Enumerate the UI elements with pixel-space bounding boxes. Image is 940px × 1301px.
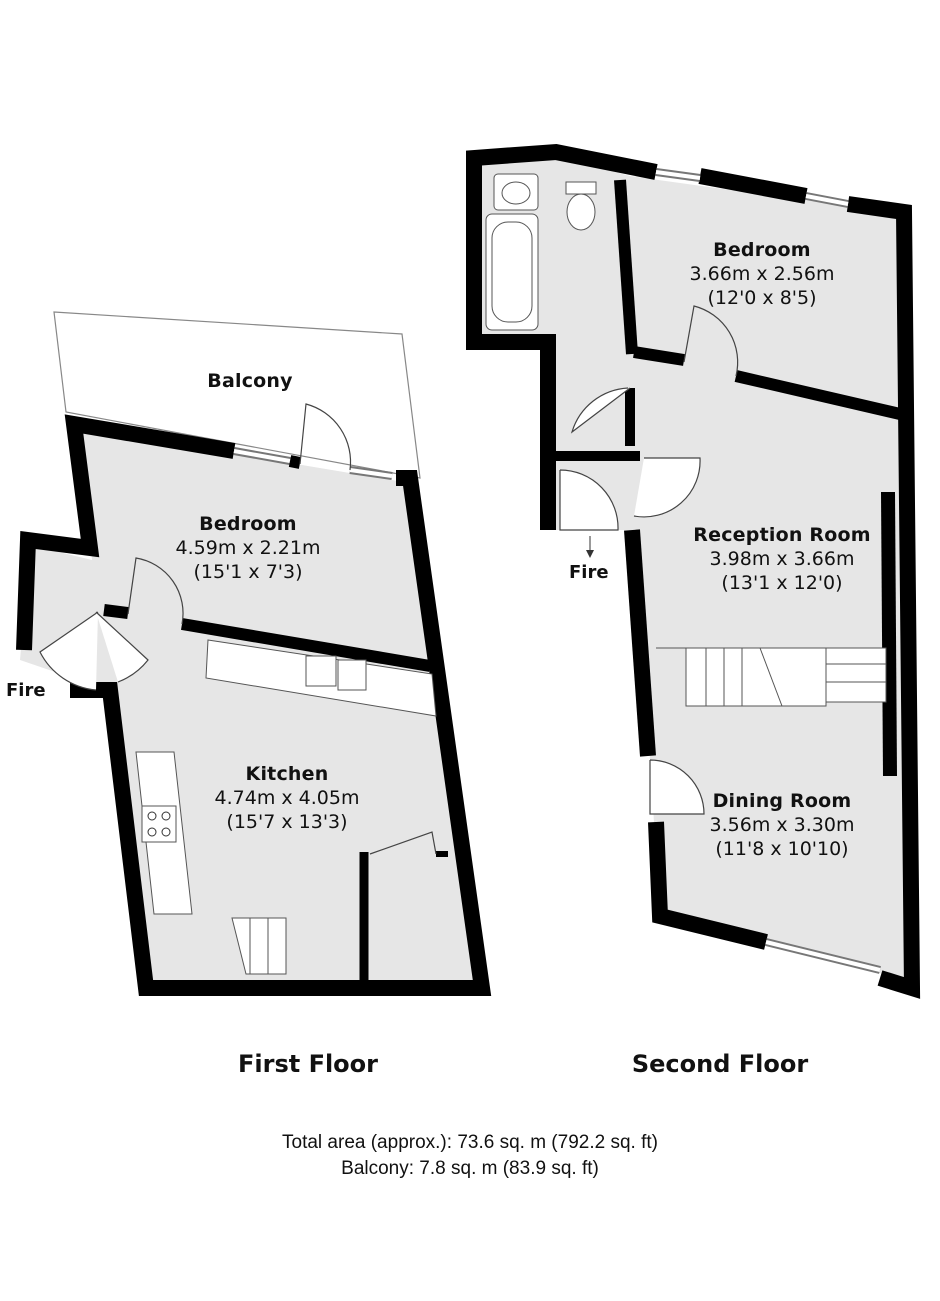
- reception-door-swing: [633, 457, 701, 518]
- balcony-label: Balcony: [207, 370, 292, 394]
- fire-door-swing-2: [95, 611, 149, 683]
- first-bedroom-metric: 4.59m x 2.21m: [175, 536, 321, 559]
- second-floor-stairs: [685, 647, 887, 707]
- dining-metric: 3.56m x 3.30m: [709, 813, 855, 836]
- dining-window-inner: [765, 940, 881, 972]
- dining-imperial: (11'8 x 10'10): [715, 837, 849, 860]
- second-bedroom-metric: 3.66m x 2.56m: [689, 262, 835, 285]
- first-floor-fire-exit-label: Fire: [6, 680, 46, 701]
- bedroom-door-swing: [127, 557, 184, 625]
- second-floor-fill: [480, 156, 906, 980]
- bathtub-inner: [491, 221, 533, 323]
- second-bedroom-imperial: (12'0 x 8'5): [707, 286, 817, 309]
- bedroom-window-2-inner: [805, 194, 849, 206]
- total-area-text: Total area (approx.): 73.6 sq. m (792.2 …: [282, 1132, 658, 1153]
- reception-metric: 3.98m x 3.66m: [709, 547, 855, 570]
- dining-name: Dining Room: [712, 790, 852, 812]
- bedroom-window-inner: [233, 449, 291, 463]
- bathroom-door-swing: [570, 387, 631, 434]
- sink-bowl: [305, 655, 337, 687]
- second-floor-title: Second Floor: [631, 1050, 809, 1078]
- bedroom-window-1-inner: [655, 170, 701, 180]
- kitchen-metric: 4.74m x 4.05m: [214, 786, 360, 809]
- hob-ring: [147, 811, 157, 821]
- first-floor-outer-wall-south: [70, 470, 492, 996]
- bedroom-door-swing: [683, 305, 739, 377]
- cupboard-door: [369, 831, 437, 855]
- dining-door-swing: [649, 759, 705, 815]
- second-floor-outer-wall-east: [846, 196, 921, 999]
- second-floor-outer-wall-north: [698, 168, 808, 204]
- hob-ring: [147, 827, 157, 837]
- first-bedroom-label: Bedroom 4.59m x 2.21m (15'1 x 7'3): [176, 513, 321, 584]
- hob-ring: [161, 811, 171, 821]
- door-to-balcony-wall: [288, 455, 302, 469]
- second-bedroom-name: Bedroom: [713, 239, 811, 261]
- fire-door-swing: [39, 611, 99, 691]
- toilet-bowl: [566, 193, 596, 231]
- kitchen-label: Kitchen 4.74m x 4.05m (15'7 x 13'3): [215, 763, 360, 834]
- second-floor-fire-exit-label: Fire: [569, 562, 609, 583]
- toilet-cistern: [565, 181, 597, 195]
- sink-drainer: [337, 659, 367, 691]
- reception-name: Reception Room: [693, 524, 871, 546]
- second-floor-plan: [466, 143, 921, 999]
- balcony-outline: [53, 311, 421, 479]
- basin-bowl: [501, 181, 531, 205]
- second-floor-west-wall: [624, 529, 656, 757]
- second-bedroom-label: Bedroom 3.66m x 2.56m (12'0 x 8'5): [690, 239, 835, 310]
- bedroom-kitchen-wall-west: [103, 604, 129, 619]
- kitchen-imperial: (15'7 x 13'3): [226, 810, 348, 833]
- first-floor-outer-wall: [16, 414, 236, 651]
- hob: [141, 805, 177, 843]
- hob-ring: [161, 827, 171, 837]
- first-bedroom-name: Bedroom: [199, 513, 297, 535]
- bedroom-south-wall: [633, 346, 685, 366]
- fire-exit-door-swing: [559, 469, 619, 531]
- first-bedroom-imperial: (15'1 x 7'3): [193, 560, 303, 583]
- second-floor-outer-wall-south: [648, 821, 768, 950]
- bath-bedroom-wall: [614, 179, 638, 355]
- reception-imperial: (13'1 x 12'0): [721, 571, 843, 594]
- first-floor-stairs: [231, 917, 287, 975]
- reception-label: Reception Room 3.98m x 3.66m (13'1 x 12'…: [693, 524, 870, 595]
- kitchen-name: Kitchen: [245, 763, 329, 785]
- balcony-door-swing: [299, 403, 352, 471]
- first-floor-title: First Floor: [237, 1050, 379, 1078]
- balcony-window-inner: [349, 468, 393, 478]
- second-floor-outer-wall: [466, 143, 658, 530]
- bedroom-south-wall-2: [734, 370, 902, 420]
- area-summary: Total area (approx.): 73.6 sq. m (792.2 …: [282, 1130, 658, 1181]
- balcony-name: Balcony: [207, 370, 293, 392]
- bedroom-kitchen-wall: [180, 618, 432, 672]
- first-floor-plan: [16, 311, 492, 996]
- dining-label: Dining Room 3.56m x 3.30m (11'8 x 10'10): [710, 790, 855, 861]
- fire-exit-arrowhead: [586, 550, 594, 558]
- reception-east-inner: [881, 491, 897, 777]
- balcony-area-text: Balcony: 7.8 sq. m (83.9 sq. ft): [341, 1157, 599, 1179]
